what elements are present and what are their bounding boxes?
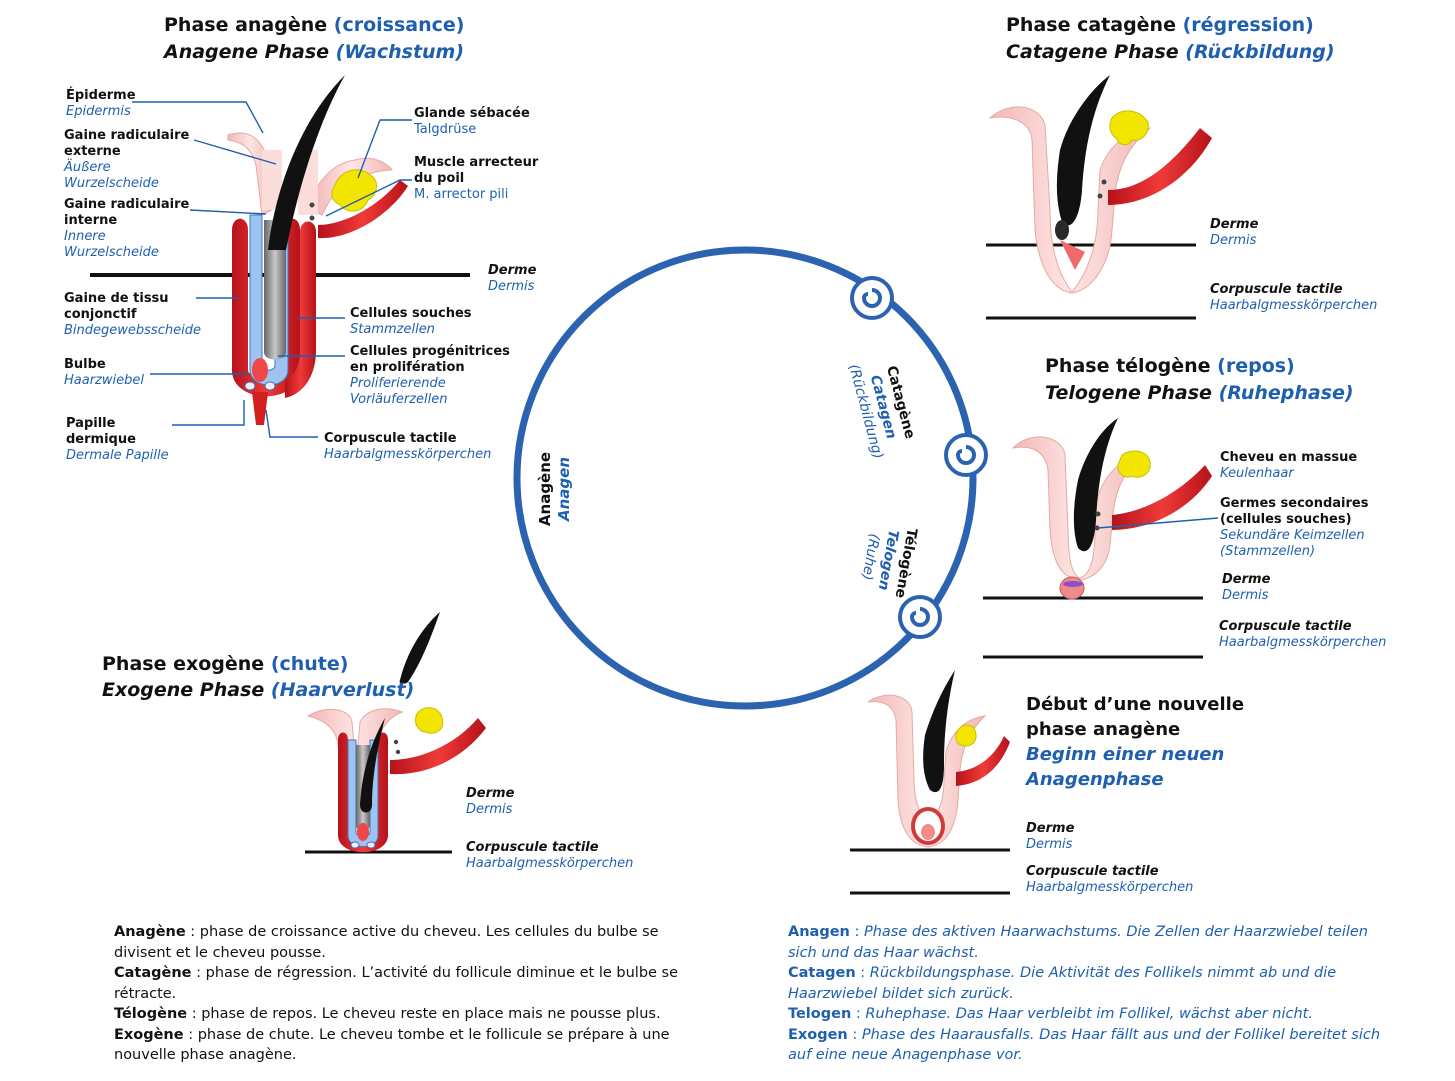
legend-de-catagen: Catagen : Rückbildungsphase. Die Aktivit…	[788, 965, 1337, 1002]
exogen-title-fr: Phase exogène (chute)	[102, 653, 349, 675]
telogen-title-fr: Phase télogène (repos)	[1045, 355, 1295, 377]
legend-fr-anagen: Anagène : phase de croissance active du …	[114, 924, 659, 961]
catagen-follicle	[986, 75, 1212, 320]
new-anagen-title: Début d’une nouvelle phase anagène Begin…	[1026, 694, 1245, 790]
legend-fr-telogen: Télogène : phase de repos. Le cheveu res…	[114, 1006, 661, 1022]
legend-german: Anagen : Phase des aktiven Haarwachstums…	[788, 922, 1388, 1066]
new-anagen-follicle	[850, 670, 1010, 895]
legend-french: Anagène : phase de croissance active du …	[114, 922, 694, 1066]
anagen-title-de: Anagene Phase (Wachstum)	[164, 41, 465, 63]
cycle-circle	[513, 246, 988, 710]
label-germes: Germes secondaires(cellules souches)Seku…	[1220, 496, 1369, 559]
cycle-marker-catagen	[850, 276, 894, 320]
telogen-title-de: Telogene Phase (Ruhephase)	[1045, 382, 1354, 404]
anagen-follicle	[90, 75, 470, 438]
anagen-title-fr: Phase anagène (croissance)	[164, 14, 465, 36]
legend-de-exogen: Exogen : Phase des Haarausfalls. Das Haa…	[788, 1026, 1381, 1064]
exogen-title-de: Exogene Phase (Haarverlust)	[102, 679, 415, 701]
legend-fr-exogen: Exogène : phase de chute. Le cheveu tomb…	[114, 1026, 670, 1064]
exogen-follicle	[305, 612, 486, 854]
legend-de-anagen: Anagen : Phase des aktiven Haarwachstums…	[788, 924, 1368, 961]
legend-fr-catagen: Catagène : phase de régression. L’activi…	[114, 965, 679, 1002]
catagen-title-fr: Phase catagène (régression)	[1006, 14, 1314, 36]
catagen-title-de: Catagene Phase (Rückbildung)	[1006, 41, 1335, 63]
cycle-label-anagen: Anagène Anagen	[536, 451, 573, 527]
cycle-marker-exogen	[898, 595, 942, 639]
cycle-marker-telogen	[944, 433, 988, 477]
legend-de-telogen: Telogen : Ruhephase. Das Haar verbleibt …	[788, 1006, 1313, 1022]
telogen-follicle	[983, 418, 1219, 659]
